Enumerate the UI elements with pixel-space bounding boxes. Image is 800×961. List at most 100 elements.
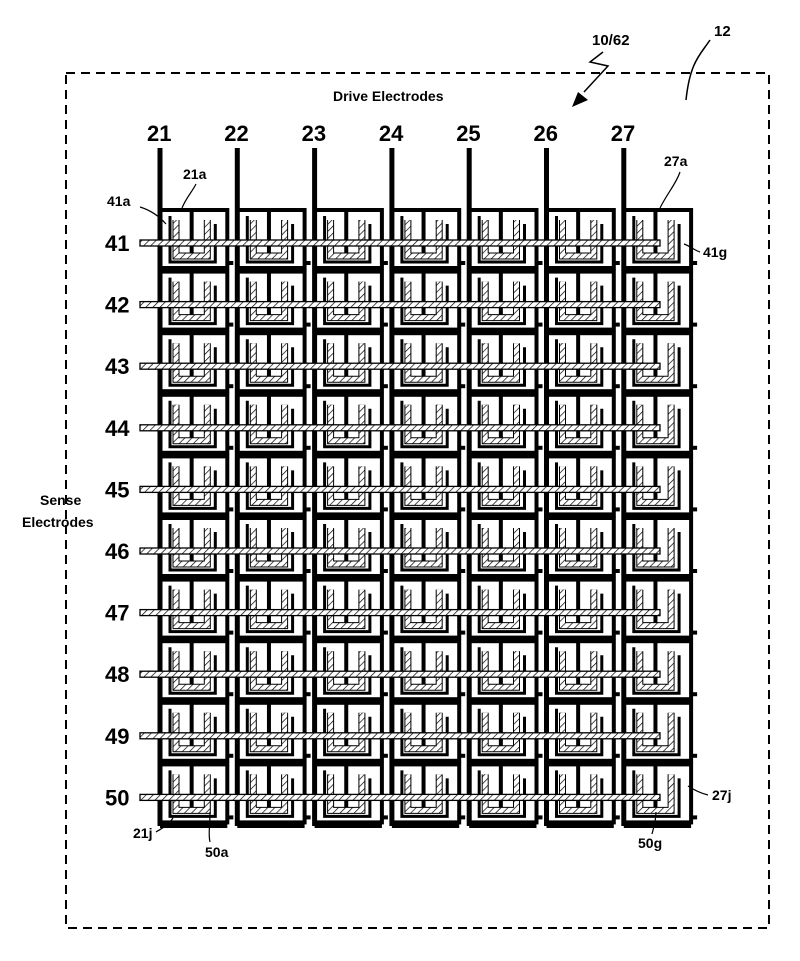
ref-arrowhead	[572, 92, 588, 107]
sense-u-hatch	[560, 712, 597, 752]
sense-u-hatch	[173, 774, 210, 813]
leader-41a	[139, 206, 167, 225]
sense-electrode-49	[139, 732, 661, 740]
sense-u-hatch	[405, 281, 442, 321]
leader-21a	[181, 183, 197, 209]
sense-u-hatch	[560, 528, 597, 567]
callout-27a: 27a	[664, 153, 688, 169]
sense-u-hatch	[637, 528, 674, 567]
sense-u-hatch	[250, 589, 288, 629]
sense-electrode-44	[139, 424, 661, 432]
sense-electrodes-title-2: Electrodes	[22, 514, 94, 530]
drive-finger	[632, 770, 681, 818]
sense-u-hatch	[328, 466, 365, 505]
sense-u-hatch	[250, 651, 288, 690]
callout-41g: 41g	[703, 244, 727, 260]
sense-u-hatch	[482, 466, 519, 505]
drive-label-24: 24	[379, 121, 404, 146]
sense-label-45: 45	[105, 477, 129, 502]
sense-electrode-47	[139, 608, 661, 617]
sense-u-hatch	[250, 774, 288, 813]
callout-41a: 41a	[107, 193, 131, 209]
sense-label-41: 41	[105, 231, 129, 256]
electrode-grid	[139, 148, 698, 828]
drive-finger	[632, 216, 681, 264]
sense-u-hatch	[405, 528, 442, 567]
drive-label-23: 23	[302, 121, 326, 146]
sense-u-hatch	[328, 774, 365, 813]
sense-u-hatch	[560, 343, 597, 382]
sense-label-47: 47	[105, 601, 129, 626]
sense-u-hatch	[328, 589, 365, 629]
sense-u-hatch	[560, 220, 597, 259]
drive-finger	[632, 708, 681, 757]
sense-u-hatch	[637, 774, 674, 813]
leader-50a	[208, 811, 211, 843]
drive-finger	[632, 647, 681, 695]
sense-u-hatch	[482, 528, 519, 567]
sense-u-hatch	[482, 589, 519, 629]
sense-u-hatch	[173, 712, 210, 752]
drive-electrodes-title: Drive Electrodes	[333, 88, 444, 104]
sense-electrode-43	[139, 362, 661, 370]
sense-u-hatch	[637, 220, 674, 259]
sense-u-hatch	[328, 651, 365, 690]
sense-label-43: 43	[105, 354, 129, 379]
sense-u-hatch	[405, 220, 442, 259]
leader-21j	[155, 817, 174, 833]
sense-u-hatch	[482, 281, 519, 321]
sense-u-hatch	[482, 651, 519, 690]
sense-u-hatch	[482, 712, 519, 752]
ref-leader	[583, 51, 610, 93]
sense-u-hatch	[405, 466, 442, 505]
sense-u-hatch	[560, 466, 597, 505]
drive-finger	[632, 277, 681, 326]
sense-electrode-45	[139, 485, 661, 494]
sense-u-hatch	[173, 281, 210, 321]
sense-u-hatch	[637, 466, 674, 505]
sense-u-hatch	[405, 589, 442, 629]
device-boundary	[65, 72, 770, 929]
sense-u-hatch	[250, 528, 288, 567]
leader-41g	[683, 243, 701, 253]
sense-u-hatch	[328, 220, 365, 259]
sense-u-hatch	[250, 281, 288, 321]
drive-finger	[632, 400, 681, 449]
leader-27a	[659, 171, 681, 209]
drive-finger	[632, 585, 681, 634]
sense-electrode-41	[139, 239, 661, 247]
sense-electrodes-title-1: Sense	[40, 492, 81, 508]
leader-50g	[651, 811, 657, 835]
sense-electrode-48	[139, 670, 661, 678]
sense-label-50: 50	[105, 785, 129, 810]
sense-u-hatch	[250, 712, 288, 752]
drive-label-21: 21	[147, 121, 171, 146]
sense-u-hatch	[560, 404, 597, 444]
sense-u-hatch	[250, 466, 288, 505]
sense-u-hatch	[173, 343, 210, 382]
drive-finger	[632, 339, 681, 387]
sense-electrode-42	[139, 300, 661, 309]
sense-u-hatch	[637, 404, 674, 444]
sense-u-hatch	[560, 651, 597, 690]
sense-u-hatch	[482, 774, 519, 813]
sense-u-hatch	[328, 281, 365, 321]
sense-u-hatch	[482, 404, 519, 444]
sense-u-hatch	[328, 712, 365, 752]
leader-27j	[687, 785, 709, 796]
drive-label-26: 26	[534, 121, 558, 146]
callout-21j: 21j	[133, 825, 152, 841]
sense-label-49: 49	[105, 724, 129, 749]
drive-finger	[632, 462, 681, 510]
sense-u-hatch	[637, 343, 674, 382]
sense-u-hatch	[405, 404, 442, 444]
sense-u-hatch	[173, 404, 210, 444]
frame-label: 12	[714, 23, 731, 40]
sense-u-hatch	[637, 589, 674, 629]
sense-u-hatch	[173, 466, 210, 505]
sense-electrode-50	[139, 793, 661, 802]
sense-u-hatch	[250, 404, 288, 444]
sense-u-hatch	[405, 712, 442, 752]
